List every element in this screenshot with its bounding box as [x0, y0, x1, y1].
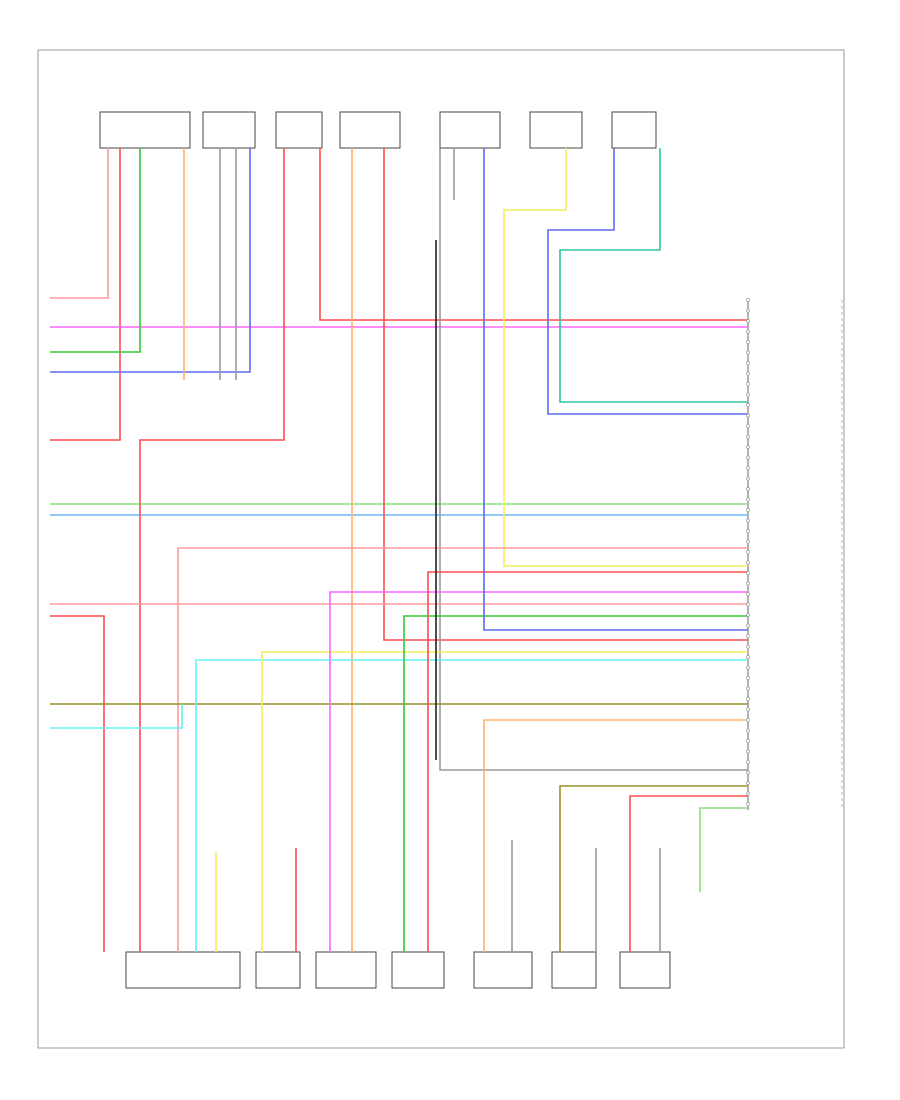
connector-pin — [746, 655, 750, 659]
connector-pin — [746, 413, 750, 418]
connector-pin — [746, 487, 750, 491]
connector-pin — [746, 392, 750, 397]
connector-pin — [746, 434, 750, 439]
wire-red-19 — [50, 615, 105, 952]
connector-pin — [746, 602, 750, 607]
bottom-component-6 — [551, 951, 597, 989]
bottom-components — [125, 951, 671, 989]
wire-pink-2 — [50, 148, 109, 299]
connector-pin — [746, 739, 750, 743]
top-component-2 — [202, 111, 256, 149]
connector-pin — [746, 319, 750, 323]
wire-olive-28 — [559, 785, 748, 952]
wire-red-10 — [319, 148, 748, 321]
wire-red-12 — [383, 148, 748, 641]
connector-pin — [746, 361, 750, 365]
wire-cyan-21 — [50, 704, 183, 729]
wire-layer — [50, 148, 748, 952]
wire-green-4 — [50, 148, 141, 353]
connector-pin — [746, 718, 750, 722]
connector-pin — [746, 760, 750, 764]
bottom-component-2 — [255, 951, 301, 989]
wire-red-9 — [139, 148, 285, 952]
wire-blue-14 — [547, 148, 748, 415]
connector-pin — [746, 445, 750, 449]
connector-pin — [746, 497, 750, 502]
connector-pin — [746, 592, 750, 596]
wire-green-25 — [403, 615, 748, 952]
connector-pin — [746, 455, 750, 460]
top-component-3 — [275, 111, 323, 149]
connector-pin — [746, 329, 750, 334]
bottom-component-7 — [619, 951, 671, 989]
connector-pin — [746, 382, 750, 386]
wire-yellow-23 — [261, 651, 748, 952]
wire-pink-18 — [177, 547, 748, 952]
wire-red-1 — [50, 148, 121, 441]
top-component-6 — [529, 111, 583, 149]
connector-pin — [746, 350, 750, 355]
wire-red-26 — [427, 571, 748, 952]
top-component-5 — [439, 111, 501, 149]
connector-pin — [746, 802, 750, 806]
connector-pin — [746, 529, 750, 533]
wire-teal-15 — [559, 148, 748, 403]
connector-pin — [746, 686, 750, 691]
connector-pin — [746, 697, 750, 701]
connector-pin — [746, 476, 750, 481]
wire-red-29 — [629, 795, 748, 952]
wire-yellow-13 — [503, 148, 748, 567]
connector-pin — [746, 644, 750, 649]
top-component-1 — [99, 111, 191, 149]
connector-pin — [746, 728, 750, 733]
connector-pin — [746, 770, 750, 775]
connector-pin — [746, 403, 750, 407]
connector-pin — [746, 571, 750, 575]
connector-pin — [746, 298, 750, 302]
bottom-component-4 — [391, 951, 445, 989]
connector-pin — [746, 707, 750, 712]
wire-gray-16 — [439, 148, 748, 771]
wire-cyan-22 — [195, 659, 748, 952]
connector-pin-layer — [746, 298, 750, 806]
connector-pin — [746, 518, 750, 523]
connector-pin — [746, 791, 750, 796]
connector-pin — [746, 539, 750, 544]
connector-pin — [746, 424, 750, 428]
top-components — [99, 111, 657, 149]
connector-pin — [746, 623, 750, 628]
connector-pin — [746, 340, 750, 344]
bottom-component-5 — [473, 951, 533, 989]
top-component-4 — [339, 111, 401, 149]
bottom-component-3 — [315, 951, 377, 989]
connector-pin — [746, 508, 750, 512]
connector-pin — [746, 466, 750, 470]
wire-orange-27 — [483, 719, 748, 952]
wire-light_green-30 — [699, 807, 748, 892]
connector-pin — [746, 581, 750, 586]
connector-pin — [746, 560, 750, 565]
top-component-7 — [611, 111, 657, 149]
connector-pin — [746, 371, 750, 376]
wire-blue-31 — [483, 148, 748, 631]
connector-pin — [746, 749, 750, 754]
diagram-frame — [37, 49, 845, 1049]
connector-pin — [746, 550, 750, 554]
connector-pin — [746, 634, 750, 638]
wire-magenta-24 — [329, 591, 748, 952]
connector-pin — [746, 613, 750, 617]
connector-pin — [746, 665, 750, 670]
wire-blue-6 — [50, 148, 251, 373]
connector-pin — [746, 781, 750, 785]
bottom-component-1 — [125, 951, 241, 989]
connector-pin — [746, 308, 750, 313]
connector-pin — [746, 676, 750, 680]
module-connector — [747, 298, 843, 810]
